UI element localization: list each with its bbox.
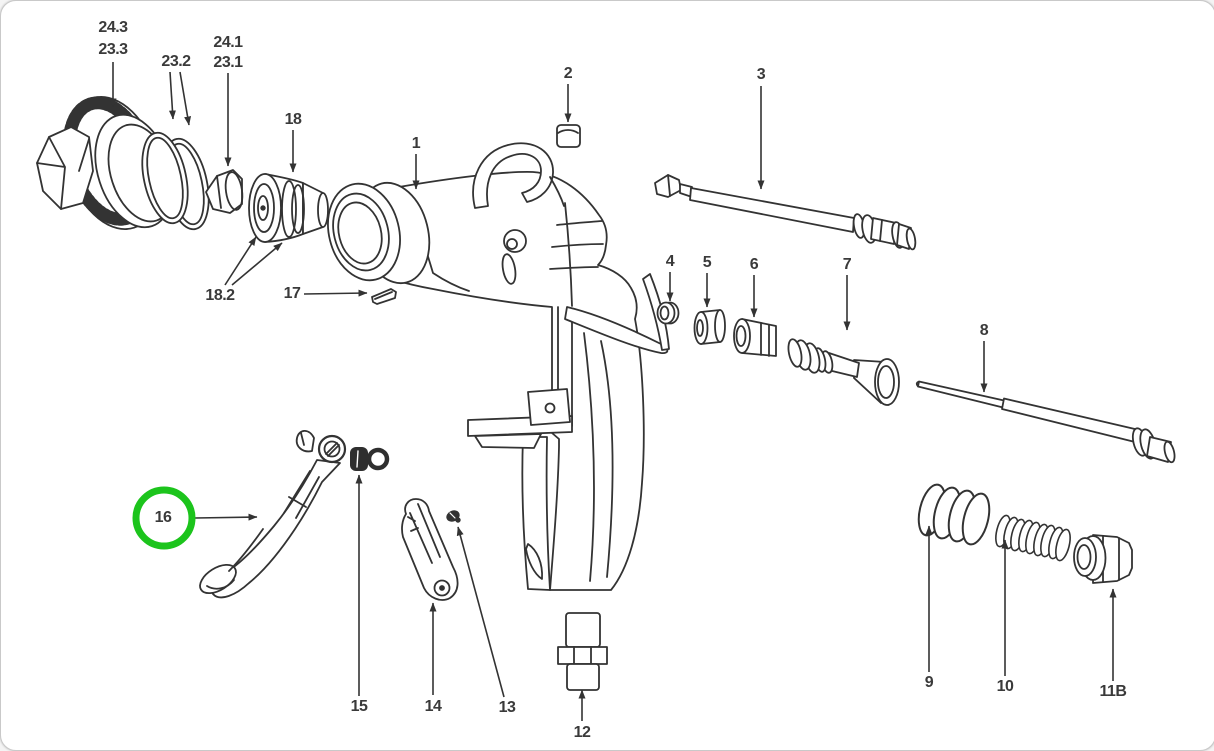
leader-23-2a xyxy=(168,71,176,120)
part-label-11B: 11B xyxy=(1099,683,1127,700)
safety-catch xyxy=(401,498,459,601)
highlight-circle xyxy=(132,486,196,550)
part-label-15: 15 xyxy=(350,698,368,715)
part-label-16-highlighted: 16 xyxy=(154,509,172,526)
part-label-24-1: 24.1 xyxy=(213,34,243,51)
gun-body xyxy=(390,171,645,591)
part-label-24-3: 24.3 xyxy=(98,19,128,36)
leader-17 xyxy=(303,289,368,297)
hanging-hook xyxy=(472,142,554,209)
part-label-12: 12 xyxy=(573,724,591,741)
leader-18-2a xyxy=(224,236,257,286)
part-label-17: 17 xyxy=(283,285,301,302)
leader-lines xyxy=(109,62,1117,721)
large-spring xyxy=(917,483,991,546)
part-label-23-2: 23.2 xyxy=(161,53,191,70)
part-label-13: 13 xyxy=(498,699,516,716)
needle-rod xyxy=(915,380,1176,464)
cone-tip xyxy=(205,169,244,214)
part-label-14: 14 xyxy=(424,698,442,715)
part-label-5: 5 xyxy=(702,254,712,271)
leader-16 xyxy=(194,513,258,521)
nozzle-assembly xyxy=(248,173,329,243)
small-spring xyxy=(995,514,1071,562)
leader-18-2b xyxy=(231,242,283,286)
part-label-4: 4 xyxy=(665,253,675,270)
part-label-10: 10 xyxy=(996,678,1014,695)
part-label-9: 9 xyxy=(924,674,934,691)
seal-ring xyxy=(656,301,680,325)
o-rings xyxy=(141,131,210,231)
spacer-cylinder xyxy=(693,309,726,345)
part-label-6: 6 xyxy=(749,256,759,273)
part-label-3: 3 xyxy=(756,66,766,83)
valve-insert xyxy=(556,124,581,148)
extension-tube xyxy=(654,174,917,251)
part-label-2: 2 xyxy=(563,65,573,82)
trigger-screw xyxy=(350,447,390,471)
leader-13 xyxy=(456,526,505,698)
cap-nut xyxy=(1073,534,1133,584)
trumpet-fitting xyxy=(787,338,900,406)
trigger xyxy=(199,429,347,599)
guard-arm xyxy=(564,306,669,354)
bottle-adapter xyxy=(557,612,608,691)
part-label-23-3: 23.3 xyxy=(98,41,128,58)
part-label-1: 1 xyxy=(411,135,421,152)
locking-pin xyxy=(371,288,397,305)
nut-fitting xyxy=(733,318,777,357)
part-label-7: 7 xyxy=(842,256,852,273)
part-label-8: 8 xyxy=(979,322,989,339)
part-label-23-1: 23.1 xyxy=(213,54,243,71)
catch-screw xyxy=(446,510,461,523)
leader-23-2b xyxy=(179,71,192,126)
part-label-18-2: 18.2 xyxy=(205,287,235,304)
part-label-18: 18 xyxy=(284,111,302,128)
